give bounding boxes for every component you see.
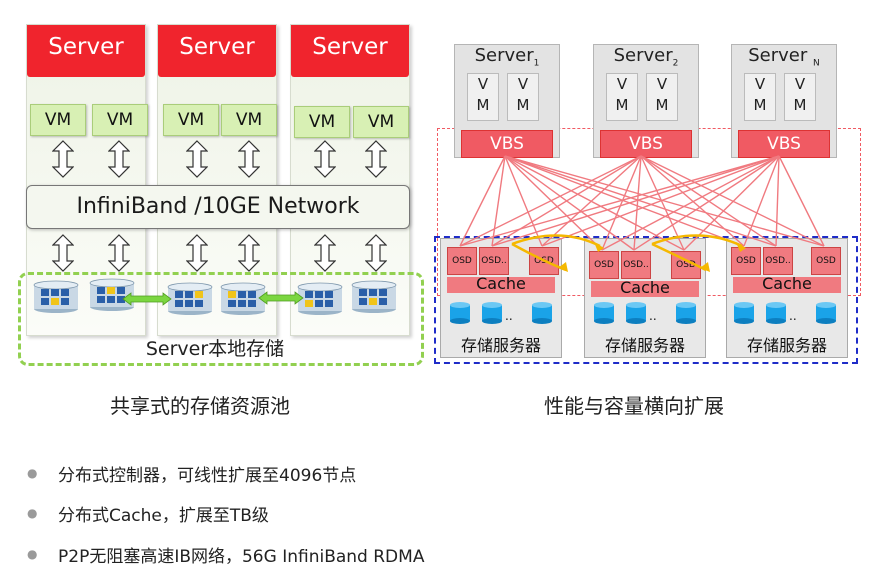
disk-icon (816, 302, 836, 324)
disk-icon (766, 302, 786, 324)
osd-block: OSD.. (763, 247, 793, 275)
bullet-text-1: 分布式控制器，可线性扩展至4096节点 (58, 466, 357, 486)
osd-block: OSD (731, 247, 761, 275)
left-diagram-caption: 共享式的存储资源池 (110, 394, 290, 418)
bidirectional-arrow-icon (314, 140, 336, 178)
vbs-block: VBS (738, 130, 830, 158)
bullet-text-2: 分布式Cache，扩展至TB级 (58, 506, 269, 526)
disk-array-icon (33, 280, 79, 313)
disk-array-icon (167, 282, 213, 315)
ellipsis-marker: .. (505, 309, 513, 323)
osd-block: OSD (589, 251, 619, 279)
storage-node-1: OSD OSD.. OSD Cache .. 存储服务器 (440, 238, 562, 358)
bullet-marker: ● (27, 506, 38, 520)
green-link-arrow-icon (258, 291, 304, 305)
disk-array-icon (297, 282, 343, 315)
vm-box: VM (163, 104, 219, 136)
bidirectional-arrow-icon (238, 234, 260, 272)
bullet-marker: ● (27, 547, 38, 561)
bullet-text-3: P2P无阻塞高速IB网络，56G InfiniBand RDMA (58, 547, 425, 567)
server-title: Server1 (474, 45, 540, 69)
green-link-arrow-icon (122, 292, 172, 306)
vm-box: VM (92, 104, 148, 136)
bidirectional-arrow-icon (365, 234, 387, 272)
bullet-marker: ● (27, 466, 38, 480)
cache-bar: Cache (733, 276, 841, 293)
server-header: Server (158, 25, 276, 77)
cache-bar: Cache (447, 276, 555, 293)
storage-node-label: 存储服务器 (460, 336, 541, 355)
osd-block: OSD.. (479, 247, 509, 275)
vm-box: VM (30, 104, 86, 136)
disk-icon (734, 302, 754, 324)
disk-icon (594, 302, 614, 324)
storage-node-2: OSD OSD.. OSD Cache .. 存储服务器 (584, 238, 706, 358)
cache-bar: Cache (591, 280, 699, 297)
bidirectional-arrow-icon (52, 234, 74, 272)
disk-icon (482, 302, 502, 324)
ellipsis-marker: .. (649, 309, 657, 323)
vbs-block: VBS (461, 130, 553, 158)
ellipsis-marker: .. (789, 309, 797, 323)
bidirectional-arrow-icon (186, 140, 208, 178)
local-storage-group (18, 272, 424, 366)
bidirectional-arrow-icon (314, 234, 336, 272)
disk-icon (450, 302, 470, 324)
disk-icon (676, 302, 696, 324)
bidirectional-arrow-icon (186, 234, 208, 272)
server-header: Server (291, 25, 409, 77)
vm-box: VM (221, 104, 277, 136)
bidirectional-arrow-icon (108, 140, 130, 178)
infiniband-network-bar: InfiniBand /10GE Network (26, 185, 410, 229)
osd-block: OSD (671, 251, 701, 279)
bidirectional-arrow-icon (108, 234, 130, 272)
server-header: Server (27, 25, 145, 77)
vm-box: VM (353, 106, 409, 138)
storage-node-3: OSD OSD.. OSD Cache .. 存储服务器 (726, 238, 848, 358)
disk-icon (626, 302, 646, 324)
storage-node-label: 存储服务器 (746, 336, 827, 355)
osd-block: OSD (529, 247, 559, 275)
server-title: Server2 (613, 45, 679, 69)
osd-block: OSD (811, 247, 841, 275)
osd-block: OSD.. (621, 251, 651, 279)
bidirectional-arrow-icon (238, 140, 260, 178)
bidirectional-arrow-icon (365, 140, 387, 178)
disk-icon (532, 302, 552, 324)
server-title: Server N (748, 45, 820, 69)
storage-node-label: 存储服务器 (604, 336, 685, 355)
disk-array-icon (351, 280, 397, 313)
vbs-block: VBS (600, 130, 692, 158)
right-diagram-caption: 性能与容量横向扩展 (544, 394, 724, 418)
disk-array-icon (220, 282, 266, 315)
bidirectional-arrow-icon (52, 140, 74, 178)
local-storage-label: Server本地存储 (145, 338, 285, 360)
osd-block: OSD (447, 247, 477, 275)
vm-box: VM (294, 106, 350, 138)
disk-array-icon (89, 278, 135, 311)
